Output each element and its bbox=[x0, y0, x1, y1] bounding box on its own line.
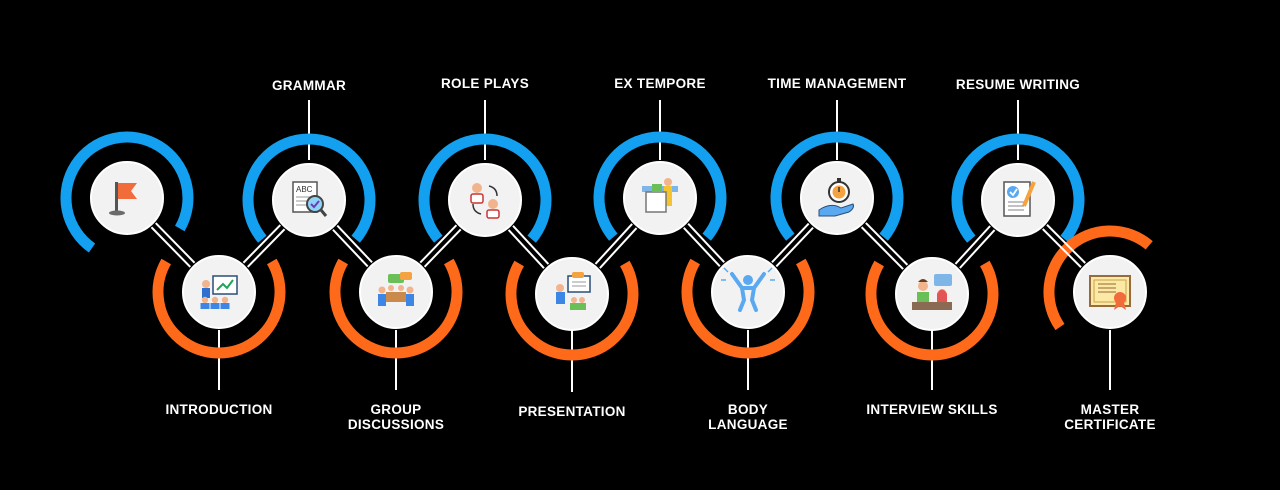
step-connector bbox=[771, 222, 810, 264]
step-label-grammar: GRAMMAR bbox=[271, 78, 347, 93]
interview-icon bbox=[912, 274, 952, 310]
step-label-introduction: INTRODUCTION bbox=[165, 402, 273, 417]
step-connector bbox=[594, 223, 633, 265]
step-connector bbox=[423, 228, 462, 268]
step-label-role-plays: ROLE PLAYS bbox=[440, 76, 530, 91]
step-connector bbox=[336, 224, 373, 264]
step-connector bbox=[332, 228, 369, 268]
step-node bbox=[895, 257, 969, 331]
step-node bbox=[448, 163, 522, 237]
step-node bbox=[800, 161, 874, 235]
bottom-ring-arc bbox=[152, 258, 286, 359]
bottom-ring-arc bbox=[681, 258, 815, 359]
step-label-body-language: BODY LANGUAGE bbox=[708, 402, 788, 432]
step-connector bbox=[959, 229, 996, 269]
body-gesture-icon bbox=[721, 267, 775, 312]
svg-text:ABC: ABC bbox=[296, 185, 313, 194]
certificate-icon bbox=[1089, 275, 1131, 310]
abc-magnifier-icon: ABC bbox=[292, 181, 328, 217]
step-connector bbox=[1042, 228, 1082, 268]
presentation-board-icon bbox=[556, 272, 591, 310]
resume-document-icon bbox=[1003, 181, 1036, 217]
step-node: ABC bbox=[272, 163, 346, 237]
step-node bbox=[359, 255, 433, 329]
step-node bbox=[981, 163, 1055, 237]
step-connector bbox=[512, 225, 550, 265]
step-label-group-discussions: GROUP DISCUSSIONS bbox=[347, 402, 445, 432]
step-node bbox=[1073, 255, 1147, 329]
flag-icon bbox=[109, 182, 137, 216]
step-label-ex-tempore: EX TEMPORE bbox=[614, 76, 706, 91]
bottom-ring-arc bbox=[329, 258, 463, 359]
step-connector bbox=[247, 228, 286, 268]
step-node bbox=[535, 257, 609, 331]
step-label-interview-skills: INTERVIEW SKILLS bbox=[866, 402, 998, 417]
step-connector bbox=[775, 226, 814, 268]
top-ring-arc bbox=[60, 131, 194, 253]
stopwatch-hand-icon bbox=[818, 178, 854, 217]
step-label-time-management: TIME MANAGEMENT bbox=[767, 76, 907, 91]
step-connector bbox=[419, 224, 458, 264]
role-swap-icon bbox=[470, 183, 500, 219]
step-node bbox=[182, 255, 256, 329]
meeting-table-icon bbox=[378, 272, 414, 306]
step-node bbox=[623, 161, 697, 235]
step-connector bbox=[507, 229, 545, 269]
podium-speaker-icon bbox=[642, 178, 678, 213]
step-node bbox=[711, 255, 785, 329]
step-label-resume-writing: RESUME WRITING bbox=[955, 77, 1081, 92]
top-ring-arc bbox=[242, 133, 376, 243]
step-connector bbox=[242, 224, 281, 264]
step-label-master-certificate: MASTER CERTIFICATE bbox=[1064, 402, 1156, 432]
step-connector bbox=[683, 227, 721, 267]
step-connector bbox=[1046, 224, 1086, 264]
step-connector bbox=[954, 225, 991, 265]
step-label-presentation: PRESENTATION bbox=[518, 404, 626, 419]
top-ring-arc bbox=[770, 131, 904, 241]
step-connector bbox=[687, 223, 725, 263]
top-ring-arc bbox=[951, 133, 1085, 243]
step-connector bbox=[865, 222, 909, 266]
step-connector bbox=[155, 222, 196, 264]
step-connector bbox=[860, 226, 904, 270]
top-ring-arc bbox=[418, 133, 552, 243]
step-node bbox=[90, 161, 164, 235]
bottom-ring-arc bbox=[865, 260, 999, 361]
bottom-ring-arc bbox=[505, 260, 639, 361]
step-connector bbox=[150, 226, 191, 268]
step-connector bbox=[599, 227, 638, 269]
presenter-chart-icon bbox=[200, 275, 238, 309]
top-ring-arc bbox=[593, 131, 727, 241]
